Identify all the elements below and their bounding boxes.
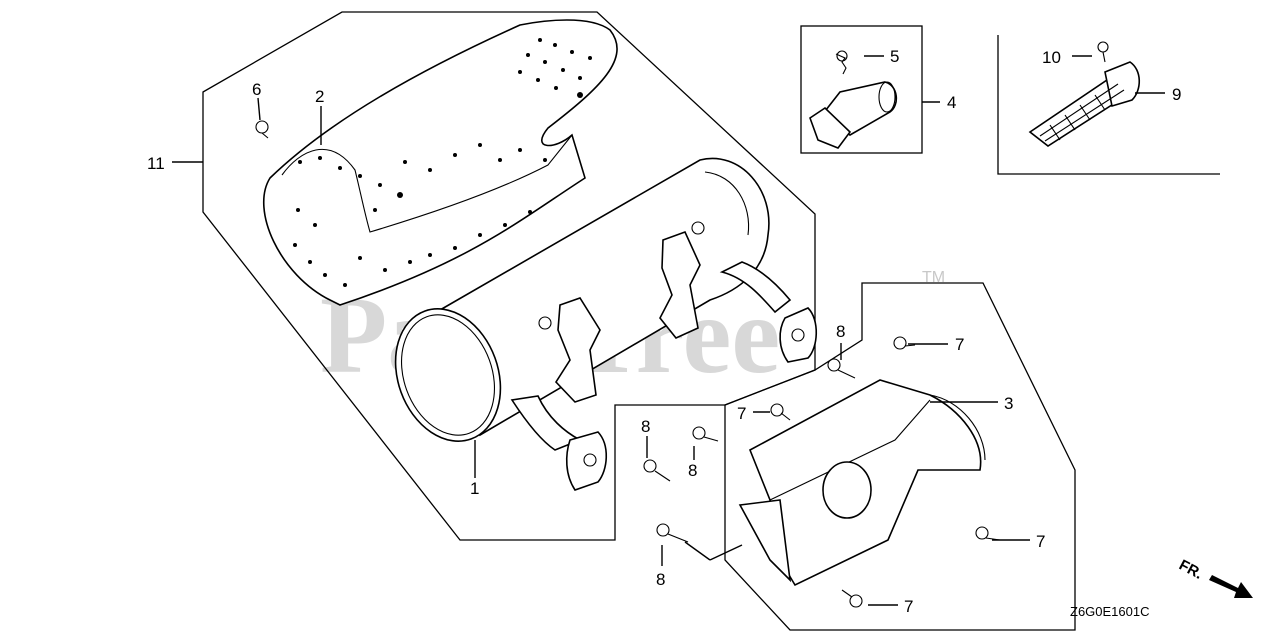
spark-arrester-box (800, 25, 923, 154)
callout-7-bottom: 7 (904, 597, 913, 616)
callout-11: 11 (147, 154, 165, 173)
trademark: TM (922, 269, 945, 286)
front-direction-indicator: FR. (1176, 557, 1253, 598)
muffler (394, 157, 818, 491)
callout-4: 4 (947, 93, 956, 112)
callout-9: 9 (1172, 85, 1181, 104)
callout-8-mid: 8 (688, 461, 697, 480)
callout-8-top: 8 (836, 322, 845, 341)
bracket-group-outline (724, 282, 1076, 631)
spark-arrester (809, 50, 898, 149)
callout-3: 3 (1004, 394, 1013, 413)
callout-5: 5 (890, 47, 899, 66)
screen-box (997, 35, 1220, 175)
bracket (738, 379, 986, 587)
callout-1: 1 (470, 479, 479, 498)
callout-7-mid: 7 (737, 404, 746, 423)
callout-7-top-right: 7 (955, 335, 964, 354)
direction-label: FR. (1176, 557, 1205, 583)
muffler-protector (262, 19, 618, 306)
callout-7-right: 7 (1036, 532, 1045, 551)
callout-2: 2 (315, 87, 324, 106)
callout-10: 10 (1042, 48, 1061, 67)
fasteners (255, 120, 1001, 608)
front-arrow-icon (1209, 575, 1253, 598)
diagram-code: Z6G0E1601C (1070, 604, 1150, 619)
callout-6: 6 (252, 80, 261, 99)
callout-8-left: 8 (641, 417, 650, 436)
screen (1028, 41, 1141, 147)
leader-lines (172, 55, 1165, 606)
callout-8-bottom: 8 (656, 570, 665, 589)
